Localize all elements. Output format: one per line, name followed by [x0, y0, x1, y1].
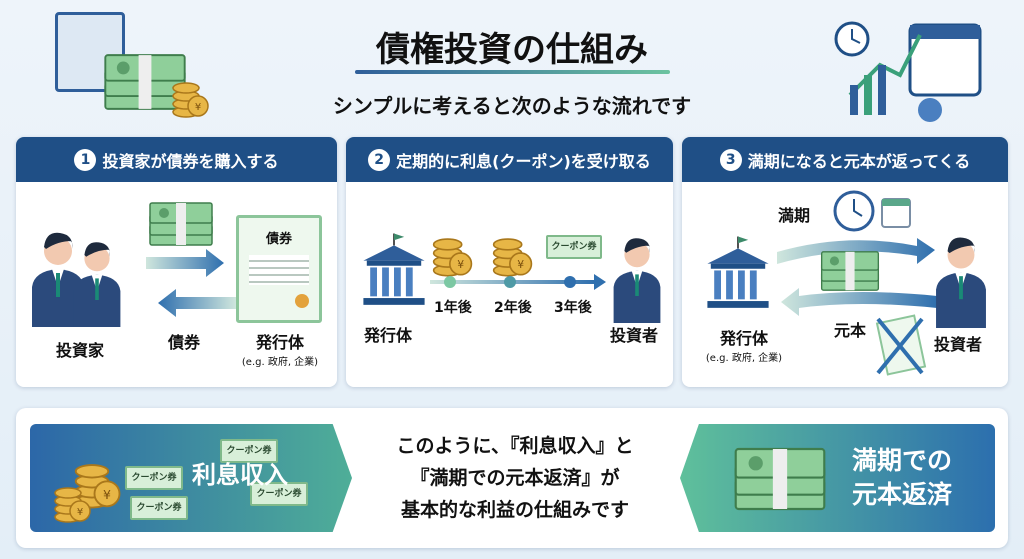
step-number: 2: [368, 148, 391, 171]
step-number: 1: [74, 148, 97, 171]
coin-stacks-icon: [54, 463, 121, 523]
investor-icon: [936, 237, 986, 328]
coupon-ticket: クーポン券: [546, 235, 602, 259]
principal-repayment-banner: 満期での元本返済: [680, 424, 995, 532]
investor-icon: [613, 238, 661, 323]
investor-label: 投資者: [934, 335, 983, 354]
label-line: 満期での: [852, 446, 953, 475]
summary-line: 基本的な利益の仕組みです: [400, 499, 629, 521]
label-line: 元本返済: [852, 480, 953, 509]
issuer-bank-icon: [706, 235, 770, 309]
step-title: 定期的に利息(クーポン)を受け取る: [396, 151, 651, 171]
issuer-label: 発行体 (e.g. 政府, 企業): [702, 325, 786, 364]
bond-arrow-label: 債券: [168, 333, 201, 352]
step-title: 満期になると元本が返ってくる: [747, 151, 971, 171]
issuer-name: 発行体: [255, 333, 304, 352]
cash-icon: [820, 251, 880, 291]
issuer-example: (e.g. 政府, 企業): [705, 353, 783, 364]
clock-calendar-icon: [833, 190, 911, 232]
exchange-arrows-icon: [146, 249, 236, 317]
cash-icon: [149, 202, 213, 246]
interest-income-label: 利息収入: [192, 461, 288, 489]
timeline-label: 1年後: [434, 300, 472, 316]
return-arrows-icon: [777, 238, 937, 316]
issuer-example: (e.g. 政府, 企業): [241, 357, 319, 368]
investor-label: 投資家: [56, 341, 105, 360]
issuer-label: 発行体 (e.g. 政府, 企業): [240, 329, 320, 368]
step-title: 投資家が債券を購入する: [102, 151, 279, 171]
maturity-label: 満期: [778, 206, 811, 225]
bond-certificate-icon: 債券: [236, 215, 322, 323]
money-stack-icon: [104, 54, 209, 118]
coupon-ticket: クーポン券: [130, 496, 188, 520]
cash-stack-icon: [734, 447, 826, 511]
timeline-label: 2年後: [494, 300, 532, 316]
summary-text: このように、『利息収入』と 『満期での元本返済』が 基本的な利益の仕組みです: [352, 430, 678, 526]
step-number: 3: [719, 148, 742, 171]
coins-icon: [432, 238, 473, 277]
investor-label: 投資者: [610, 326, 659, 345]
summary-line: このように、『利息収入』と: [396, 435, 634, 457]
summary-line: 『満期での元本返済』が: [410, 467, 620, 489]
principal-label: 元本: [834, 321, 867, 340]
timeline-label: 3年後: [554, 300, 592, 316]
coupon-ticket: クーポン券: [220, 439, 278, 463]
timeline-arrow: [430, 274, 606, 290]
issuer-bank-icon: [362, 232, 426, 306]
coupon-ticket: クーポン券: [125, 466, 183, 490]
page-subtitle: シンプルに考えると次のような流れです: [332, 94, 692, 118]
cancelled-bond-icon: [875, 314, 927, 376]
interest-income-banner: クーポン券 クーポン券 クーポン券 クーポン券 利息収入: [30, 424, 352, 532]
coupon-ticket: クーポン券: [250, 482, 308, 506]
growth-calendar-icon: [834, 21, 982, 122]
bond-certificate-title: 債券: [265, 232, 292, 247]
investors-icon: [32, 232, 121, 327]
coins-icon: [492, 238, 533, 277]
principal-repayment-label: 満期での元本返済: [852, 444, 952, 512]
title-underline: [355, 70, 670, 74]
page-title: 債権投資の仕組み: [376, 30, 648, 70]
issuer-label: 発行体: [364, 326, 413, 345]
issuer-name: 発行体: [719, 329, 768, 348]
